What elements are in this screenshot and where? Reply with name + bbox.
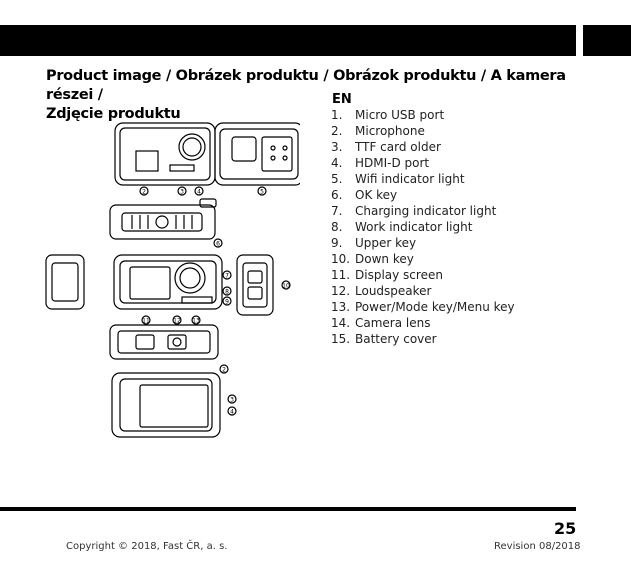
callout-number: 3 [180, 189, 184, 196]
list-item: 6. OK key [331, 187, 515, 203]
parts-list: 1. Micro USB port 2. Microphone 3. TTF card… [331, 107, 515, 347]
callout-marker [222, 270, 232, 280]
list-item: 15. Battery cover [331, 331, 515, 347]
camera-drawings: 2 3 4 5 6 7 8 9 10 11 12 13 2 3 4 [45, 122, 304, 438]
footer-rule [0, 507, 576, 511]
list-item: 12. Loudspeaker [331, 283, 515, 299]
callout-marker [191, 315, 201, 325]
callout-number: 10 [282, 283, 290, 290]
camera-bottom-view [109, 324, 219, 360]
list-item: 7. Charging indicator light [331, 203, 515, 219]
item-label: Power/Mode key/Menu key [355, 300, 515, 314]
list-item: 2. Microphone [331, 123, 515, 139]
callout-number: 11 [142, 318, 150, 325]
callout-number: 4 [230, 409, 234, 416]
item-label: Wifi indicator light [355, 172, 465, 186]
camera-front-view [113, 254, 223, 310]
item-label: Display screen [355, 268, 443, 282]
item-label: HDMI-D port [355, 156, 430, 170]
list-item: 13. Power/Mode key/Menu key [331, 299, 515, 315]
header-bar-tab [583, 25, 631, 56]
callout-marker [141, 315, 151, 325]
item-number: 8. [331, 220, 343, 234]
camera-back-view [111, 372, 221, 438]
list-item: 1. Micro USB port [331, 107, 515, 123]
callout-marker [281, 280, 291, 290]
item-number: 13. [331, 300, 351, 314]
product-diagram: 2 3 4 5 6 7 8 9 10 11 12 13 2 3 4 [40, 115, 304, 445]
callout-number: 4 [197, 189, 201, 196]
list-item: 9. Upper key [331, 235, 515, 251]
callout-marker [213, 238, 223, 248]
item-label: Battery cover [355, 332, 437, 346]
item-number: 5. [331, 172, 343, 186]
callout-marker [139, 186, 149, 196]
callout-marker [194, 186, 204, 196]
language-label: EN [332, 92, 352, 107]
list-item: 5. Wifi indicator light [331, 171, 515, 187]
item-number: 3. [331, 140, 343, 154]
callout-number: 2 [222, 367, 226, 374]
page-number: 25 [554, 519, 577, 538]
callout-number: 8 [225, 289, 229, 296]
camera-top-view [109, 204, 216, 240]
item-number: 15. [331, 332, 351, 346]
housing-right-panel [214, 122, 304, 186]
item-label: Work indicator light [355, 220, 473, 234]
callout-number: 12 [173, 318, 181, 325]
revision-text: Revision 08/2018 [494, 541, 581, 552]
callout-number: 9 [225, 299, 229, 306]
callout-marker [219, 364, 229, 374]
list-item: 8. Work indicator light [331, 219, 515, 235]
item-label: Micro USB port [355, 108, 445, 122]
callout-number: 13 [192, 318, 200, 325]
callout-marker [222, 296, 232, 306]
item-number: 1. [331, 108, 343, 122]
item-label: Charging indicator light [355, 204, 497, 218]
callout-number: 6 [216, 241, 220, 248]
item-label: Down key [355, 252, 414, 266]
list-item: 4. HDMI-D port [331, 155, 515, 171]
item-number: 6. [331, 188, 343, 202]
list-item: 14. Camera lens [331, 315, 515, 331]
callout-marker [172, 315, 182, 325]
item-label: Upper key [355, 236, 417, 250]
callout-number: 3 [230, 397, 234, 404]
section-heading: Product image / Obrázek produktu / Obráz… [46, 67, 606, 124]
item-number: 14. [331, 316, 351, 330]
item-number: 2. [331, 124, 343, 138]
item-number: 11. [331, 268, 351, 282]
item-label: TTF card older [355, 140, 441, 154]
item-number: 9. [331, 236, 343, 250]
item-label: Microphone [355, 124, 425, 138]
copyright-text: Copyright © 2018, Fast ČR, a. s. [66, 541, 228, 552]
item-number: 10. [331, 252, 351, 266]
callout-marker [227, 406, 237, 416]
list-item: 11. Display screen [331, 267, 515, 283]
heading-line-2: Zdjęcie produktu [46, 106, 181, 122]
item-label: Loudspeaker [355, 284, 432, 298]
callout-marker [222, 286, 232, 296]
item-number: 12. [331, 284, 351, 298]
callout-number: 2 [142, 189, 146, 196]
item-number: 4. [331, 156, 343, 170]
callout-number: 5 [260, 189, 264, 196]
heading-line-1: Product image / Obrázek produktu / Obráz… [46, 68, 566, 103]
header-bar [0, 25, 576, 56]
camera-right-side [236, 254, 274, 316]
callout-marker [227, 394, 237, 404]
camera-left-side [45, 254, 85, 310]
list-item: 3. TTF card older [331, 139, 515, 155]
callout-marker [177, 186, 187, 196]
item-label: Camera lens [355, 316, 431, 330]
housing-left-panel [114, 122, 216, 186]
callout-marker [257, 186, 267, 196]
item-label: OK key [355, 188, 398, 202]
list-item: 10. Down key [331, 251, 515, 267]
callout-number: 7 [225, 273, 229, 280]
item-number: 7. [331, 204, 343, 218]
